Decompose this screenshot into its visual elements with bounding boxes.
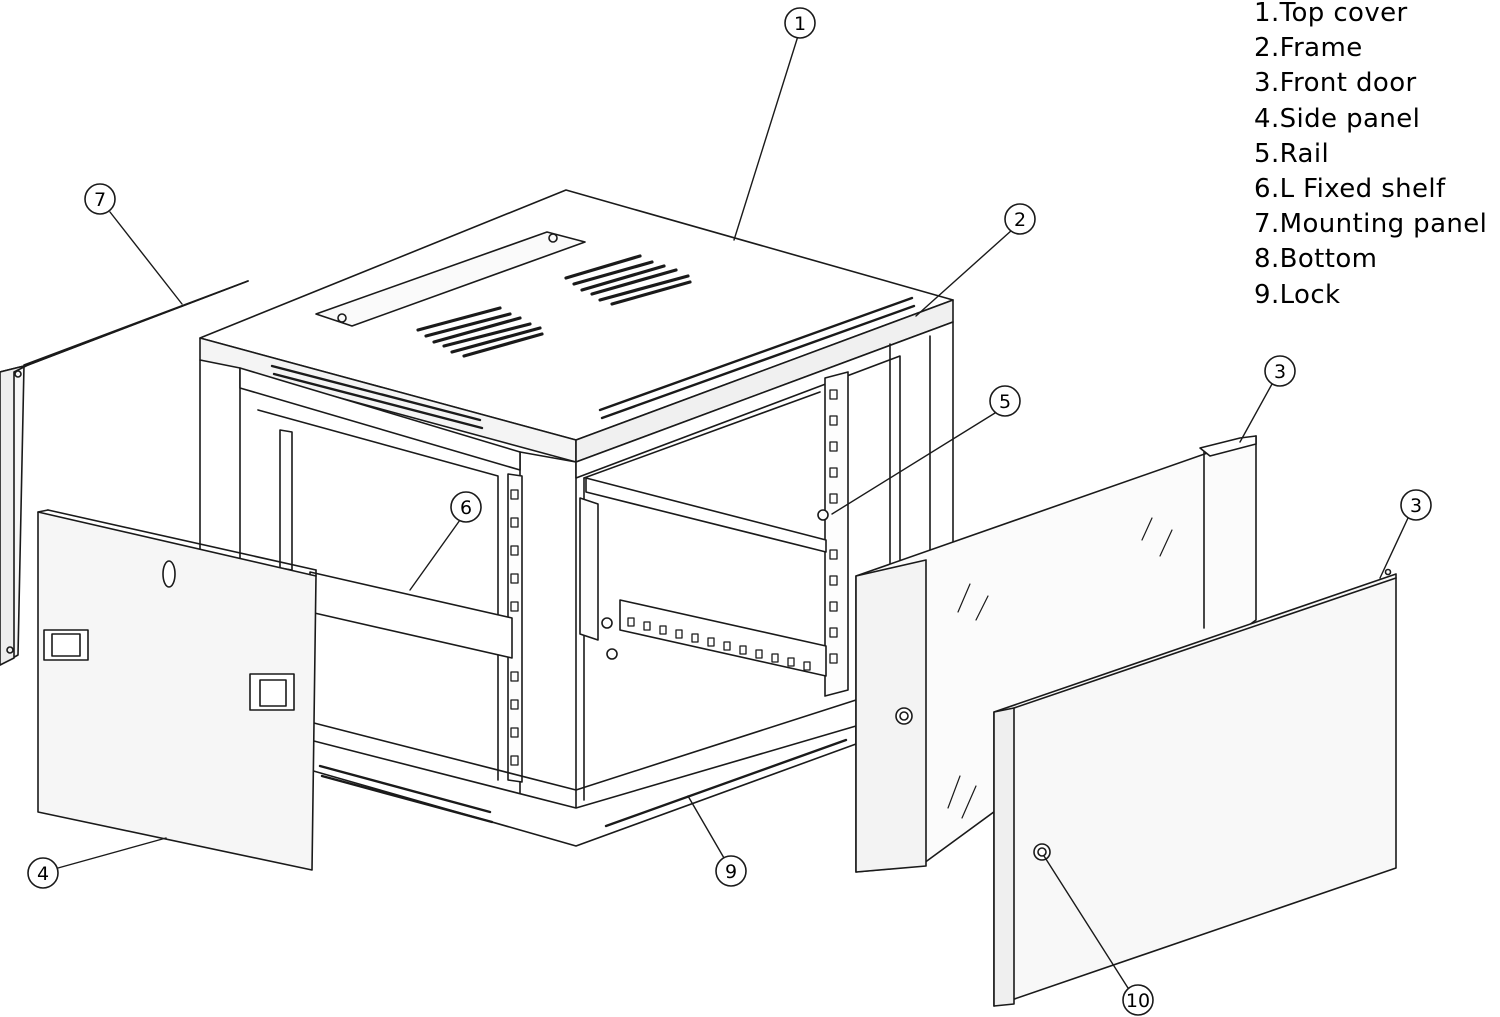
side-panel [37,509,317,871]
callout-label-9: 9 [725,861,737,883]
callout-4: 4 [27,857,59,889]
callout-6: 6 [450,491,482,523]
parts-legend: 1.Top cover 2.Frame 3.Front door 4.Side … [1254,0,1487,313]
front-door-glass [855,435,1257,873]
callout-5: 5 [989,385,1021,417]
callout-label-7: 7 [94,189,106,211]
callout-2: 2 [1004,203,1036,235]
legend-item-front-door: 3.Front door [1254,68,1417,99]
mounting-panel [0,280,249,666]
callout-10: 10 [1122,984,1154,1016]
front-vent-slots [270,296,916,430]
legend-item-fixed-shelf: 6.L Fixed shelf [1254,174,1446,205]
callout-label-1: 1 [794,13,806,35]
legend-item-mounting-panel: 7.Mounting panel [1254,209,1488,240]
callout-3-glass-door: 3 [1264,355,1296,387]
top-vent-grid [416,254,692,358]
glass-door-lock [895,707,913,725]
legend-item-bottom: 8.Bottom [1254,244,1378,275]
callout-label-3b: 3 [1410,495,1422,517]
bottom [309,699,857,847]
callout-label-2: 2 [1014,209,1026,231]
callout-9: 9 [715,855,747,887]
side-panel-handle-slot [162,560,176,588]
callout-1: 1 [784,7,816,39]
callout-3-solid-door: 3 [1400,489,1432,521]
solid-door-lock [1033,843,1051,861]
legend-item-top-cover: 1.Top cover [1254,0,1408,28]
side-panel-latch-left [43,629,89,661]
callout-label-6: 6 [460,497,472,519]
legend-item-rail: 5.Rail [1254,138,1330,169]
front-door-solid [993,568,1397,1007]
callout-label-10: 10 [1126,990,1150,1012]
legend-item-side-panel: 4.Side panel [1254,103,1421,134]
callout-label-5: 5 [999,391,1011,413]
glass-reflection-marks [947,517,1173,819]
callout-label-4: 4 [37,863,49,885]
callout-leaders [57,35,1409,989]
side-panel-latch-right [249,673,295,711]
callout-label-3a: 3 [1274,361,1286,383]
legend-item-frame: 2.Frame [1254,33,1363,64]
rail-holes [510,389,838,766]
callout-7: 7 [84,183,116,215]
legend-item-lock: 9.Lock [1254,279,1341,310]
